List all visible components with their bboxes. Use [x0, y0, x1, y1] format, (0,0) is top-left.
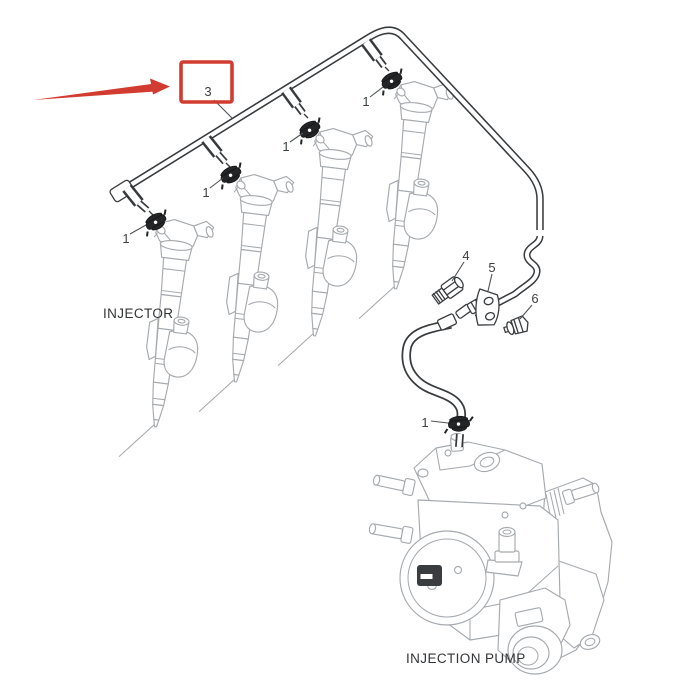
injector-caption: INJECTOR	[103, 306, 173, 321]
callout-4-label: 4	[462, 248, 469, 263]
injector-2	[198, 168, 297, 421]
branch-4	[361, 38, 390, 72]
highlight-box	[179, 60, 234, 104]
callout-1-label-pump: 1	[421, 415, 428, 430]
fitting-4	[431, 276, 464, 305]
branch-1	[122, 184, 154, 216]
leader-1b	[209, 177, 224, 189]
leader-1a	[129, 224, 147, 235]
callout-1-label-d: 1	[362, 94, 369, 109]
leader-6	[519, 304, 533, 320]
pump-top-block	[413, 441, 547, 509]
injector-group	[118, 75, 457, 466]
pump-solenoid	[497, 587, 571, 675]
branch-2	[201, 135, 231, 168]
rail-branches	[122, 38, 390, 216]
injection-pump-caption: INJECTION PUMP	[406, 651, 526, 666]
injector-3	[277, 122, 376, 375]
injection-pump-drawing	[368, 432, 613, 675]
pump-top-stud	[485, 526, 523, 577]
callout-6-label: 6	[531, 291, 538, 306]
callout-3-label: 3	[204, 84, 211, 99]
fuel-return-pipe	[109, 26, 544, 317]
clamp-icon-pump	[442, 414, 476, 435]
pump-right-shaft	[561, 482, 600, 505]
leader-4	[451, 261, 465, 282]
pump-left-shaft-upper	[372, 474, 416, 497]
leader-1e	[430, 420, 449, 424]
return-hose	[401, 313, 467, 448]
highlight-arrow	[33, 78, 170, 100]
callout-1-label-a: 1	[122, 231, 129, 246]
callout-1-label-b: 1	[202, 185, 209, 200]
leader-5	[487, 273, 493, 292]
pump-logo-badge	[417, 565, 442, 586]
callout-1-label-c: 1	[282, 139, 289, 154]
callout-5-label: 5	[488, 260, 495, 275]
pump-left-shaft-lower	[368, 523, 414, 544]
bracket-5	[475, 288, 500, 326]
hose-crimp-sleeve	[436, 313, 458, 331]
branch-3	[281, 86, 309, 119]
pump-front-flange	[399, 530, 495, 626]
bolt-6	[503, 315, 529, 336]
leader-1d	[369, 86, 384, 98]
leader-1c	[289, 132, 304, 143]
injector-1	[118, 213, 217, 466]
